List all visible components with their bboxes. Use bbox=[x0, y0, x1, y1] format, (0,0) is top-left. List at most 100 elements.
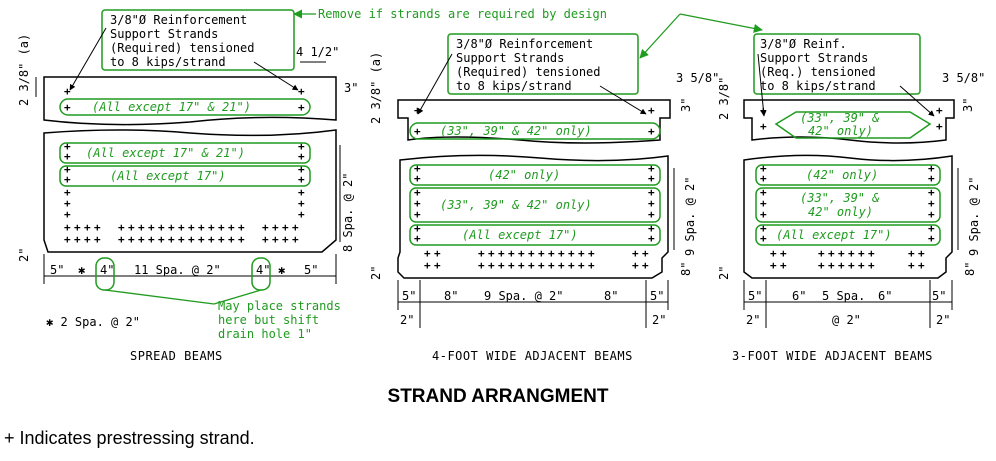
four-foot-dim-bottom-right: 8" bbox=[679, 262, 693, 276]
four-foot-bottom-dim-4: 8" bbox=[604, 289, 618, 303]
four-foot-top-band-label: (33", 39" & 42" only) bbox=[440, 124, 592, 138]
spread-band-2-label: (All except 17") bbox=[110, 169, 226, 183]
svg-text:+: + bbox=[648, 104, 655, 117]
spread-band-1 bbox=[59, 142, 311, 164]
three-foot-band-3-label: (All except 17") bbox=[776, 228, 892, 242]
three-foot-dim-corner: 3 5/8" bbox=[942, 71, 985, 85]
three-foot-bottom-dim-2: 6" bbox=[792, 289, 806, 303]
drain-note-line-1: May place strands bbox=[218, 299, 341, 313]
three-foot-under-dim-1: 2" bbox=[746, 313, 760, 327]
four-foot-dim-corner: 3 5/8" bbox=[676, 71, 719, 85]
four-foot-under-dim-2: 2" bbox=[652, 313, 666, 327]
four-foot-beams-label: 4-FOOT WIDE ADJACENT BEAMS bbox=[432, 349, 633, 363]
three-foot-top-band bbox=[774, 111, 932, 139]
svg-text:+: + bbox=[760, 208, 767, 221]
diagram-title: STRAND ARRANGMENT bbox=[388, 386, 609, 407]
four-foot-top-band bbox=[409, 122, 661, 140]
three-foot-top-band-label-2: 42" only) bbox=[808, 124, 873, 138]
three-foot-top-band-label-1: (33", 39" & bbox=[800, 111, 879, 125]
svg-text:++++++++++: ++++++++++ bbox=[770, 259, 925, 272]
four-foot-dim-vertical: 9 Spa. @ 2" bbox=[683, 177, 697, 256]
spread-dim-corner: 4 1/2" bbox=[296, 45, 339, 59]
three-foot-bottom-dim-sub: @ 2" bbox=[832, 313, 861, 327]
spread-top-band bbox=[59, 98, 311, 116]
three-foot-band-2 bbox=[755, 187, 941, 223]
four-foot-callout-box bbox=[447, 33, 639, 95]
svg-text:+: + bbox=[414, 186, 421, 199]
svg-text:+: + bbox=[298, 163, 305, 176]
four-foot-bottom-dim-3: 9 Spa. @ 2" bbox=[484, 289, 563, 303]
three-foot-band-2-label-2: 42" only) bbox=[808, 205, 873, 219]
svg-text:+: + bbox=[64, 173, 71, 186]
svg-text:+: + bbox=[928, 208, 935, 221]
three-foot-callout-box bbox=[753, 33, 921, 95]
three-foot-under-dim-2: 2" bbox=[936, 313, 950, 327]
top-callout-text: Remove if strands are required by design bbox=[318, 7, 607, 21]
three-foot-bottom-dim-1: 5" bbox=[748, 289, 762, 303]
svg-text:+: + bbox=[298, 101, 305, 114]
svg-text:+: + bbox=[928, 232, 935, 245]
svg-text:+: + bbox=[298, 197, 305, 210]
svg-text:+: + bbox=[414, 197, 421, 210]
spread-beam-section: 3/8"Ø Reinforcement Support Strands (Req… bbox=[17, 9, 358, 363]
svg-text:+: + bbox=[648, 172, 655, 185]
svg-text:+: + bbox=[760, 232, 767, 245]
svg-text:+: + bbox=[414, 125, 421, 138]
three-foot-dim-vertical: 9 Spa. @ 2" bbox=[967, 177, 981, 256]
svg-text:+: + bbox=[928, 186, 935, 199]
svg-text:+: + bbox=[298, 208, 305, 221]
svg-text:+: + bbox=[64, 186, 71, 199]
svg-text:+: + bbox=[414, 232, 421, 245]
svg-text:+: + bbox=[414, 104, 421, 117]
four-foot-dim-bottom-left: 2" bbox=[369, 266, 383, 280]
four-foot-bottom-dim-2: 8" bbox=[444, 289, 458, 303]
four-foot-beam-section: 3/8"Ø Reinforcement Support Strands (Req… bbox=[369, 33, 719, 363]
three-foot-beam-section: 3/8"Ø Reinf. Support Strands (Req.) tens… bbox=[717, 33, 985, 363]
spread-bottom-dim-1: 5" bbox=[50, 263, 64, 277]
svg-text:+: + bbox=[298, 186, 305, 199]
svg-text:++++++++++++++++: ++++++++++++++++ bbox=[424, 247, 649, 260]
spread-band-1-label: (All except 17" & 21") bbox=[86, 146, 245, 160]
four-foot-bottom-dim-1: 5" bbox=[402, 289, 416, 303]
svg-text:+: + bbox=[648, 232, 655, 245]
three-foot-callout-line-1: 3/8"Ø Reinf. bbox=[760, 37, 847, 51]
spread-callout-line-3: (Required) tensioned bbox=[110, 41, 255, 55]
four-foot-dim-top-right: 3" bbox=[679, 98, 693, 112]
three-foot-dim-bottom-right: 8" bbox=[963, 262, 977, 276]
svg-text:+: + bbox=[928, 197, 935, 210]
svg-text:+: + bbox=[298, 140, 305, 153]
three-foot-dim-top-left: 2 3/8" bbox=[717, 77, 731, 120]
three-foot-bottom-dim-4: 6" bbox=[878, 289, 892, 303]
four-foot-band-1-label: (42" only) bbox=[488, 168, 560, 182]
spread-callout-line-2: Support Strands bbox=[110, 27, 218, 41]
svg-text:+: + bbox=[648, 197, 655, 210]
spread-dim-top-left: 2 3/8" (a) bbox=[17, 34, 31, 106]
four-foot-band-3-label: (All except 17") bbox=[462, 228, 578, 242]
legend-note: + Indicates prestressing strand. bbox=[4, 428, 255, 448]
svg-text:+: + bbox=[648, 222, 655, 235]
svg-text:+: + bbox=[414, 222, 421, 235]
spread-dim-vertical: 8 Spa. @ 2" bbox=[341, 173, 355, 252]
svg-text:+: + bbox=[648, 208, 655, 221]
spread-bottom-dim-4: 11 Spa. @ 2" bbox=[134, 263, 221, 277]
spread-band-2 bbox=[59, 165, 311, 187]
svg-text:+: + bbox=[760, 186, 767, 199]
three-foot-callout-line-3: (Req.) tensioned bbox=[760, 65, 876, 79]
spread-dim-bottom-left: 2" bbox=[17, 248, 31, 262]
top-callout: Remove if strands are required by design bbox=[293, 7, 763, 59]
spread-callout-line-1: 3/8"Ø Reinforcement bbox=[110, 13, 247, 27]
svg-text:+: + bbox=[936, 120, 943, 133]
svg-text:+: + bbox=[760, 104, 767, 117]
svg-text:+: + bbox=[64, 197, 71, 210]
spread-bottom-dim-2: ✱ bbox=[78, 263, 85, 277]
svg-text:+: + bbox=[760, 172, 767, 185]
svg-text:+: + bbox=[936, 104, 943, 117]
four-foot-under-dim-1: 2" bbox=[400, 313, 414, 327]
svg-text:+: + bbox=[760, 197, 767, 210]
drain-note-line-3: drain hole 1" bbox=[218, 327, 312, 341]
svg-text:+: + bbox=[760, 120, 767, 133]
spread-callout-line-4: to 8 kips/strand bbox=[110, 55, 226, 69]
svg-text:+: + bbox=[414, 162, 421, 175]
